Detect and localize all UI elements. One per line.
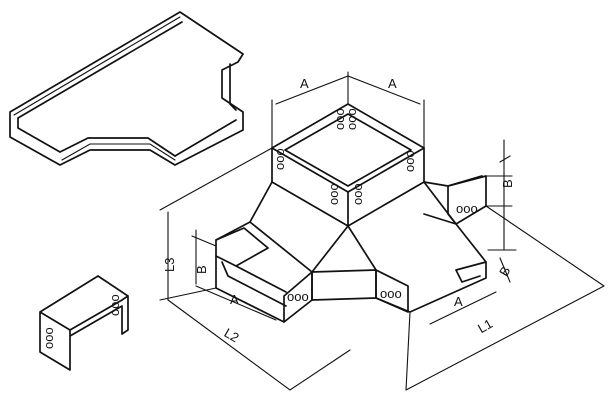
dimension-lines [159,71,605,391]
cross-right-arm [423,175,487,225]
right-arm-end-holes: ooo [456,201,478,216]
dim-b-lower-right-lines [487,249,517,283]
top-box-holes-left: ooo [332,108,347,130]
label-b-right: B [500,179,515,188]
front-corner-holes-right: ooo [350,183,365,205]
label-a-top-right: A [388,76,397,91]
dim-l1-lines [405,205,605,391]
cross-right-end [375,269,409,313]
label-b-lower-right: B [496,264,513,279]
label-a-left: A [230,292,239,307]
label-a-right: A [454,294,463,309]
dim-a-right-lines [429,291,497,325]
left-end-holes: ooo [287,289,309,304]
end-cap-outline [39,275,129,371]
end-cap-holes: ooo [41,327,56,349]
label-a-top-left: A [300,76,309,91]
cross-center-floor [311,225,377,301]
tee-outer-outline [9,11,244,166]
dim-a-left-lines [195,285,277,321]
right-end-holes: ooo [380,286,402,301]
tee-fitting-sketch [9,11,244,166]
end-cap-holes-side: ooo [107,294,122,316]
dim-b-left-lines [191,229,217,285]
right-corner-holes: ooo [402,150,417,172]
cross-fitting [215,103,487,323]
left-corner-holes: ooo [272,148,287,170]
front-corner-holes-left: ooo [326,183,341,205]
tee-floor-edge [59,137,176,157]
tee-lip [13,16,181,161]
dim-l2-lines [167,299,351,391]
top-box-holes-right: ooo [344,108,359,130]
cross-left-end [283,271,313,323]
cross-top-box-inner [284,113,412,187]
label-b-left: B [194,265,209,274]
dim-b-right-lines [485,139,513,251]
tee-inner-rim [17,21,237,157]
end-cap-sketch: ooo ooo [39,275,129,371]
label-l2: L2 [222,325,242,345]
dim-a-top-lines [271,71,425,149]
cross-left-channel [215,227,287,307]
label-l3: L3 [162,258,177,272]
label-l1: L1 [475,316,495,336]
